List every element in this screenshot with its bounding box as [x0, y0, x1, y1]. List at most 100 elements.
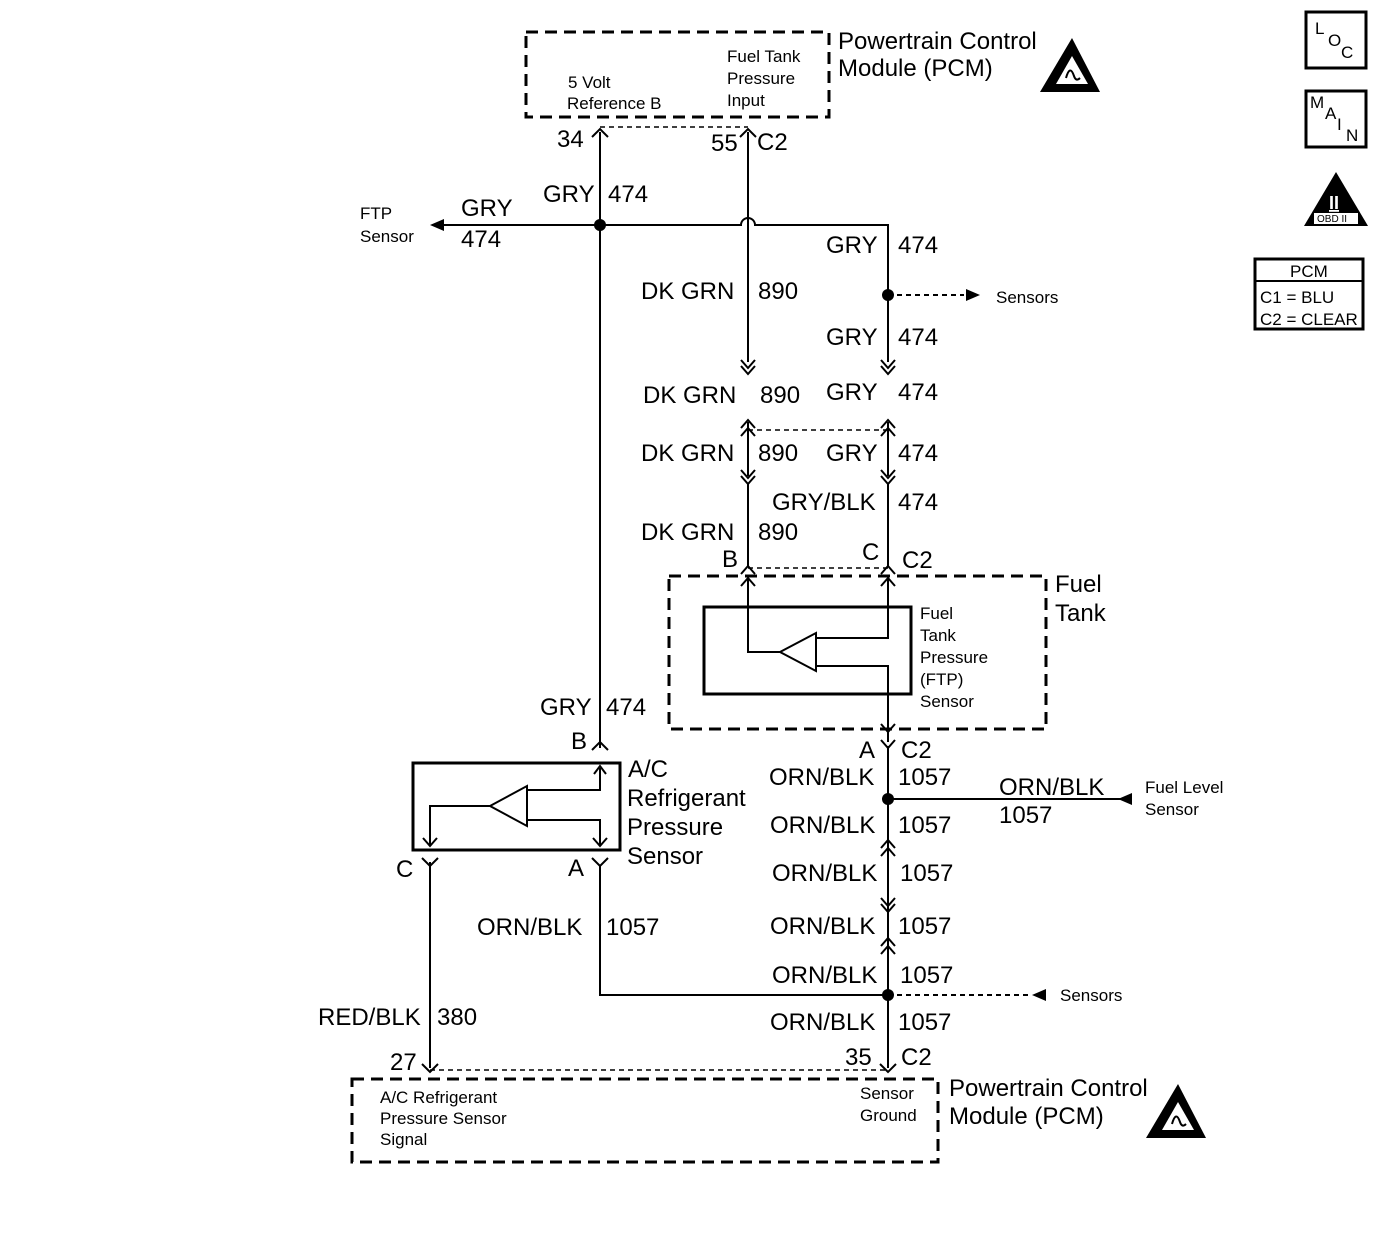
- wire-circuit-474: 474: [898, 232, 938, 259]
- wire-color-dkgrn: DK GRN: [641, 278, 734, 305]
- terminal-55: [739, 127, 757, 138]
- loc-letter-l: L: [1315, 19, 1324, 38]
- wire-circuit-1057: 1057: [900, 962, 953, 989]
- pcm-bottom-connector-c2: C2: [901, 1044, 932, 1071]
- signal-line3: Signal: [380, 1130, 427, 1149]
- ftp-connector-c2: C2: [901, 737, 932, 764]
- wire-circuit-1057: 1057: [898, 1009, 951, 1036]
- main-letter-a: A: [1325, 104, 1337, 123]
- circuit-474-branch: GRY 474 Sensors GRY 474 GRY 474 GRY 474 …: [748, 232, 1058, 566]
- ftp-sensor-line5: Sensor: [920, 692, 974, 711]
- wire-color-gry: GRY: [826, 440, 878, 467]
- pcm-top-title-line1: Powertrain Control: [838, 28, 1037, 55]
- sensors-offpage-label: Sensors: [1060, 986, 1122, 1005]
- sensors-offpage-label: Sensors: [996, 288, 1058, 307]
- ftp-sensor-line4: (FTP): [920, 670, 963, 689]
- offpage-arrow-icon: [1032, 989, 1046, 1001]
- wire-color-dkgrn: DK GRN: [641, 440, 734, 467]
- wire-color-gry: GRY: [543, 181, 595, 208]
- wire-color-ornblk: ORN/BLK: [770, 913, 875, 940]
- wire-circuit-890: 890: [758, 440, 798, 467]
- ground-line1: Sensor: [860, 1084, 914, 1103]
- pcm-connector-legend: PCM C1 = BLU C2 = CLEAR: [1253, 257, 1365, 331]
- wire-color-dkgrn: DK GRN: [643, 382, 736, 409]
- offpage-arrow-icon: [1118, 793, 1132, 805]
- pcm-top-box: [524, 30, 831, 119]
- ftp-input-line2: Pressure: [727, 69, 795, 88]
- pcm-legend-c1: C1 = BLU: [1260, 288, 1334, 307]
- wire-circuit-890: 890: [760, 382, 800, 409]
- ftp-sensor-line2: Sensor: [360, 227, 414, 246]
- fuel-tank-box: [667, 574, 1048, 731]
- ref5v-line2: Reference B: [567, 94, 662, 113]
- wire-color-gry: GRY: [540, 694, 592, 721]
- wire-color-ornblk: ORN/BLK: [772, 860, 877, 887]
- ftp-sensor-line2: Tank: [920, 626, 956, 645]
- main-letter-i: I: [1337, 115, 1342, 134]
- ac-pin-c: C: [396, 856, 413, 883]
- wire-circuit-474: 474: [461, 226, 501, 253]
- offpage-arrow-icon: [966, 289, 980, 301]
- main-letter-m: M: [1310, 93, 1324, 112]
- wire-circuit-1057: 1057: [898, 913, 951, 940]
- wire-circuit-474: 474: [898, 489, 938, 516]
- pin-27: 27: [390, 1049, 417, 1076]
- pcm-legend-title: PCM: [1290, 262, 1328, 281]
- pcm-bottom: 27 35 C2 A/C Refrigerant Pressure Sensor…: [350, 1044, 1206, 1164]
- main-icon: [1304, 89, 1368, 149]
- fuel-tank-title-line2: Tank: [1055, 600, 1107, 627]
- wire-circuit-1057: 1057: [898, 764, 951, 791]
- circuit-890: DK GRN 890 DK GRN 890 DK GRN 890 DK GRN …: [641, 132, 800, 566]
- wire-color-grybk: GRY/BLK: [772, 489, 876, 516]
- loc-icon: [1304, 10, 1368, 70]
- ac-sensor-line4: Sensor: [627, 843, 703, 870]
- signal-line1: A/C Refrigerant: [380, 1088, 497, 1107]
- ac-sensor-box: [411, 761, 622, 852]
- circuit-1057: ORN/BLK 1057 ORN/BLK 1057 Fuel Level Sen…: [477, 746, 1223, 1068]
- pin-34: 34: [557, 126, 584, 153]
- fuel-level-sensor-line1: Fuel Level: [1145, 778, 1223, 797]
- wire-color-ornblk: ORN/BLK: [477, 914, 582, 941]
- legend: L O C M A I N II OBD II PCM C1 = BLU C2 …: [1253, 10, 1368, 331]
- wire-circuit-474: 474: [898, 379, 938, 406]
- loc-letter-o: O: [1328, 31, 1341, 50]
- amplifier-symbol: [487, 784, 528, 828]
- ac-sensor-line1: A/C: [628, 756, 668, 783]
- pcm-legend-c2: C2 = CLEAR: [1260, 310, 1358, 329]
- ftp-connector-c2: C2: [902, 547, 933, 574]
- wire-circuit-474: 474: [608, 181, 648, 208]
- ac-sensor-line2: Refrigerant: [627, 785, 746, 812]
- ftp-sensor-line1: Fuel: [920, 604, 953, 623]
- wire-circuit-1057: 1057: [900, 860, 953, 887]
- ground-line2: Ground: [860, 1106, 917, 1125]
- esd-warning-icon: [1040, 38, 1100, 92]
- wire-color-ornblk: ORN/BLK: [770, 1009, 875, 1036]
- obd-ii-icon: II OBD II: [1304, 172, 1368, 226]
- ref5v-line1: 5 Volt: [568, 73, 611, 92]
- wire-color-redblk: RED/BLK: [318, 1004, 421, 1031]
- pin-55: 55: [711, 130, 738, 157]
- ftp-pin-a: A: [859, 737, 875, 764]
- esd-warning-icon: [1146, 1084, 1206, 1138]
- fuel-level-sensor-line2: Sensor: [1145, 800, 1199, 819]
- pin-35: 35: [845, 1044, 872, 1071]
- wire-color-ornblk: ORN/BLK: [999, 774, 1104, 801]
- pcm-bottom-title-line2: Module (PCM): [949, 1103, 1104, 1130]
- wire-color-gry: GRY: [461, 195, 513, 222]
- wire-circuit-890: 890: [758, 519, 798, 546]
- wire-circuit-380: 380: [437, 1004, 477, 1031]
- wire-color-ornblk: ORN/BLK: [772, 962, 877, 989]
- ac-pin-a: A: [568, 855, 584, 882]
- wire-color-gry: GRY: [826, 232, 878, 259]
- wire-color-dkgrn: DK GRN: [641, 519, 734, 546]
- ac-sensor-line3: Pressure: [627, 814, 723, 841]
- ftp-sensor-box: [702, 605, 913, 696]
- pcm-top-connector-c2: C2: [757, 129, 788, 156]
- wire-circuit-1057: 1057: [898, 812, 951, 839]
- pcm-bottom-title-line1: Powertrain Control: [949, 1075, 1148, 1102]
- amplifier-symbol: [777, 631, 817, 673]
- pcm-top-title-line2: Module (PCM): [838, 55, 993, 82]
- ftp-input-line3: Input: [727, 91, 765, 110]
- wire-circuit-474: 474: [606, 694, 646, 721]
